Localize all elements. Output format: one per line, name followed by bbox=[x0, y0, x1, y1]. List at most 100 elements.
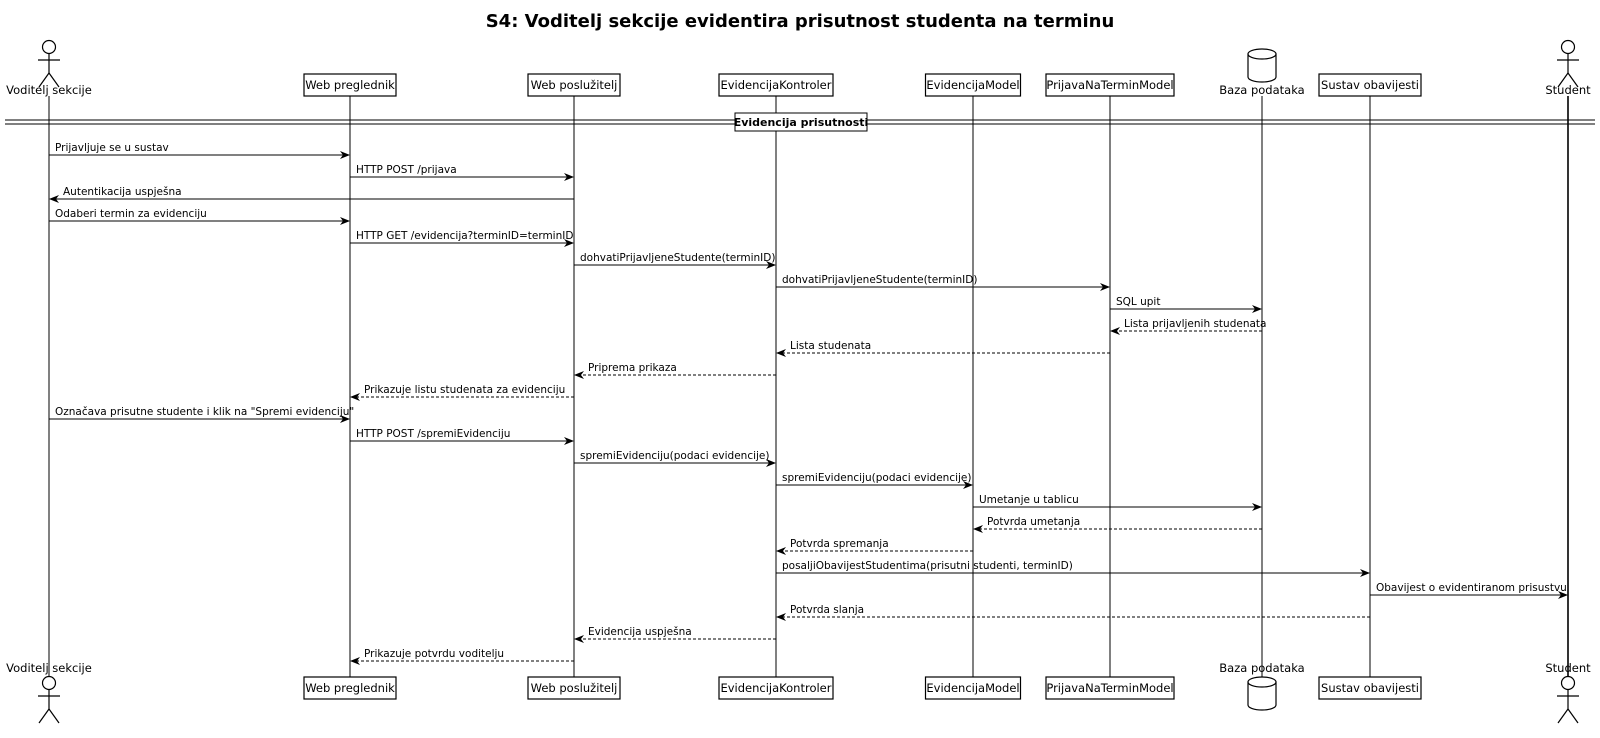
message-19: Potvrda spremanja bbox=[776, 538, 973, 555]
message-4: Odaberi termin za evidenciju bbox=[49, 208, 350, 225]
database-baza-body bbox=[1247, 54, 1277, 83]
actor-student-head bbox=[1560, 39, 1576, 55]
participant-evmodel-top: EvidencijaModel bbox=[924, 73, 1022, 97]
message-22: Potvrda slanja bbox=[776, 604, 1370, 621]
participant-voditelj-bottom: Voditelj sekcije bbox=[6, 661, 92, 724]
participant-label: Web poslužitelj bbox=[531, 681, 618, 695]
message-15: spremiEvidenciju(podaci evidencije) bbox=[574, 450, 776, 467]
actor-voditelj-head bbox=[41, 675, 57, 691]
message-6: dohvatiPrijavljeneStudente(terminID) bbox=[574, 252, 776, 269]
participant-preglednik-bottom: Web preglednik bbox=[303, 676, 397, 700]
message-13: Označava prisutne studente i klik na "Sp… bbox=[49, 406, 354, 423]
participant-kontroler-bottom: EvidencijaKontroler bbox=[718, 676, 834, 700]
participant-preglednik-top: Web preglednik bbox=[303, 73, 397, 97]
participant-obavijesti-bottom: Sustav obavijesti bbox=[1318, 676, 1422, 700]
message-10: Lista studenata bbox=[776, 340, 1110, 357]
participant-student-bottom: Student bbox=[1545, 661, 1591, 724]
message-5: HTTP GET /evidencija?terminID=terminID bbox=[350, 230, 574, 247]
participant-label: EvidencijaModel bbox=[926, 681, 1019, 695]
message-18: Potvrda umetanja bbox=[973, 516, 1262, 533]
participant-box bbox=[1045, 676, 1175, 700]
participant-label: Sustav obavijesti bbox=[1321, 681, 1419, 695]
message-label: Priprema prikaza bbox=[588, 362, 677, 374]
message-label: Lista studenata bbox=[790, 340, 871, 352]
message-label: Evidencija uspješna bbox=[588, 626, 692, 638]
participant-label: Voditelj sekcije bbox=[6, 661, 92, 675]
participant-prijavamodel-top: PrijavaNaTerminModel bbox=[1045, 73, 1175, 97]
participant-box bbox=[718, 676, 834, 700]
participant-box bbox=[718, 73, 834, 97]
message-14: HTTP POST /spremiEvidenciju bbox=[350, 428, 574, 445]
participant-label: Student bbox=[1545, 83, 1591, 97]
participant-kontroler-top: EvidencijaKontroler bbox=[718, 73, 834, 97]
participant-prijavamodel-bottom: PrijavaNaTerminModel bbox=[1045, 676, 1175, 700]
participant-baza-top: Baza podataka bbox=[1219, 48, 1305, 97]
message-7: dohvatiPrijavljeneStudente(terminID) bbox=[776, 274, 1110, 291]
message-label: spremiEvidenciju(podaci evidencije) bbox=[782, 472, 971, 484]
message-1: Prijavljuje se u sustav bbox=[49, 142, 350, 159]
message-label: Autentikacija uspješna bbox=[63, 186, 182, 198]
message-20: posaljiObavijestStudentima(prisutni stud… bbox=[776, 560, 1370, 577]
message-label: Potvrda spremanja bbox=[790, 538, 889, 550]
participant-label: Web poslužitelj bbox=[531, 78, 618, 92]
participant-label: Web preglednik bbox=[305, 78, 395, 92]
message-label: Umetanje u tablicu bbox=[979, 494, 1079, 506]
message-label: Obavijest o evidentiranom prisustvu bbox=[1376, 582, 1567, 594]
participant-box bbox=[924, 73, 1022, 97]
message-label: HTTP GET /evidencija?terminID=terminID bbox=[356, 230, 573, 242]
message-2: HTTP POST /prijava bbox=[350, 164, 574, 181]
message-label: Potvrda umetanja bbox=[987, 516, 1080, 528]
participant-posluzitelj-top: Web poslužitelj bbox=[527, 73, 621, 97]
message-label: dohvatiPrijavljeneStudente(terminID) bbox=[580, 252, 775, 264]
database-baza-body bbox=[1247, 682, 1277, 711]
participant-label: Sustav obavijesti bbox=[1321, 78, 1419, 92]
participant-box bbox=[1045, 73, 1175, 97]
message-label: Označava prisutne studente i klik na "Sp… bbox=[55, 406, 354, 418]
message-11: Priprema prikaza bbox=[574, 362, 776, 379]
participant-obavijesti-top: Sustav obavijesti bbox=[1318, 73, 1422, 97]
message-21: Obavijest o evidentiranom prisustvu bbox=[1370, 582, 1568, 599]
lifelines bbox=[48, 96, 1569, 677]
message-label: Prijavljuje se u sustav bbox=[55, 142, 169, 154]
message-8: SQL upit bbox=[1110, 296, 1262, 313]
message-label: Prikazuje potvrdu voditelju bbox=[364, 648, 504, 660]
participant-label: EvidencijaModel bbox=[926, 78, 1019, 92]
participant-label: Voditelj sekcije bbox=[6, 83, 92, 97]
participant-label: Web preglednik bbox=[305, 681, 395, 695]
participant-label: EvidencijaKontroler bbox=[720, 78, 831, 92]
participant-posluzitelj-bottom: Web poslužitelj bbox=[527, 676, 621, 700]
group-divider: Evidencija prisutnosti bbox=[5, 112, 1595, 132]
message-label: spremiEvidenciju(podaci evidencije) bbox=[580, 450, 769, 462]
participant-box bbox=[1318, 676, 1422, 700]
participant-label: EvidencijaKontroler bbox=[720, 681, 831, 695]
participant-label: Baza podataka bbox=[1219, 83, 1304, 97]
message-label: Odaberi termin za evidenciju bbox=[55, 208, 207, 220]
participant-box bbox=[527, 73, 621, 97]
group-label: Evidencija prisutnosti bbox=[734, 116, 869, 129]
message-23: Evidencija uspješna bbox=[574, 626, 776, 643]
participant-box bbox=[303, 676, 397, 700]
participant-box bbox=[1318, 73, 1422, 97]
actor-student-head bbox=[1560, 675, 1576, 691]
participant-evmodel-bottom: EvidencijaModel bbox=[924, 676, 1022, 700]
message-label: HTTP POST /prijava bbox=[356, 164, 457, 176]
participant-voditelj-top: Voditelj sekcije bbox=[6, 39, 92, 97]
participant-student-top: Student bbox=[1545, 39, 1591, 97]
message-3: Autentikacija uspješna bbox=[49, 186, 574, 203]
participants-top: Voditelj sekcije Web preglednik Web posluž… bbox=[6, 39, 1591, 97]
message-17: Umetanje u tablicu bbox=[973, 494, 1262, 511]
message-16: spremiEvidenciju(podaci evidencije) bbox=[776, 472, 973, 489]
message-label: Potvrda slanja bbox=[790, 604, 864, 616]
message-label: dohvatiPrijavljeneStudente(terminID) bbox=[782, 274, 977, 286]
message-24: Prikazuje potvrdu voditelju bbox=[350, 648, 574, 665]
participant-box bbox=[527, 676, 621, 700]
participant-box bbox=[303, 73, 397, 97]
actor-voditelj-head bbox=[41, 39, 57, 55]
participant-baza-bottom: Baza podataka bbox=[1219, 661, 1305, 711]
participant-label: PrijavaNaTerminModel bbox=[1046, 681, 1173, 695]
message-label: Lista prijavljenih studenata bbox=[1124, 318, 1266, 330]
participant-box bbox=[924, 676, 1022, 700]
